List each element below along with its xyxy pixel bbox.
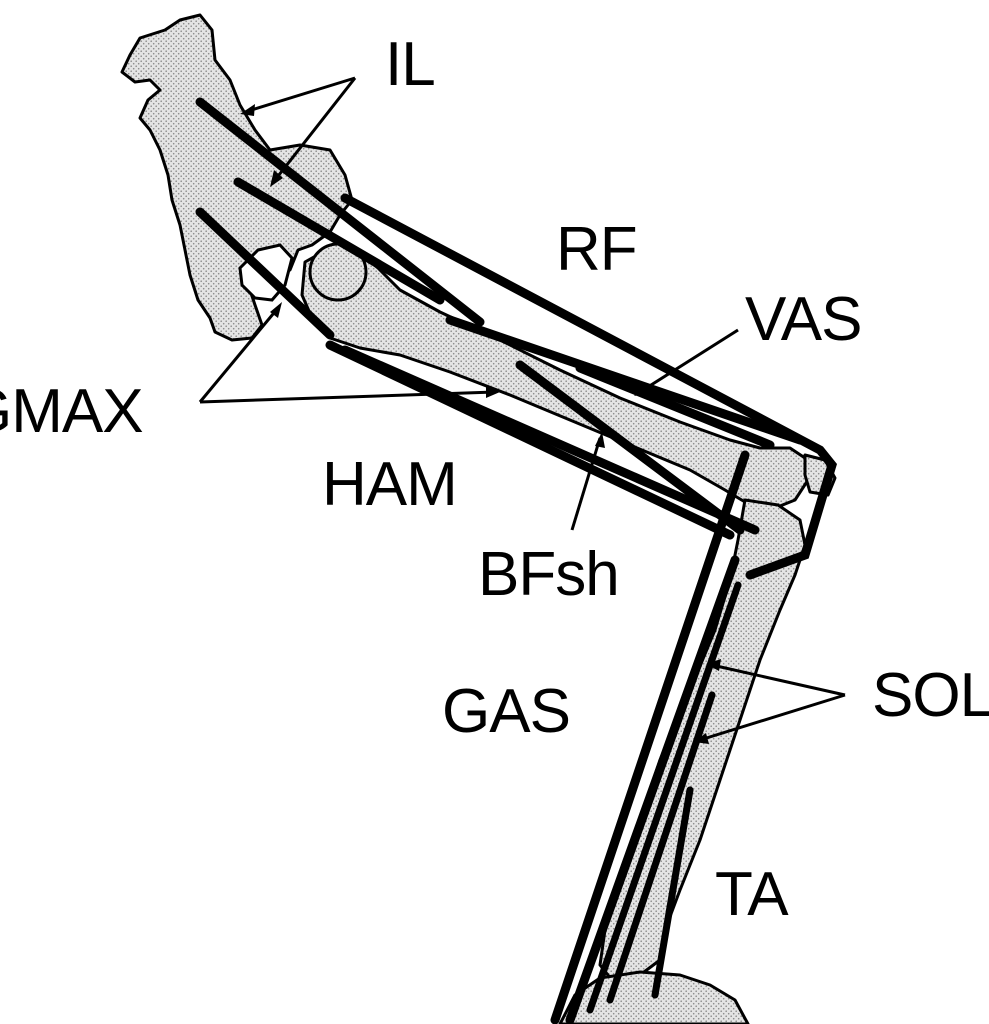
- leader-bfsh: [570, 437, 602, 531]
- arrow-sol-2: [694, 733, 709, 744]
- leader-il-2: [273, 77, 357, 181]
- label-gas: GAS: [442, 677, 570, 746]
- muscle-vas-2: [575, 363, 775, 450]
- arrow-gmax-1: [270, 302, 282, 318]
- muscle-ta: [651, 786, 694, 999]
- muscle-il-2: [233, 177, 445, 305]
- muscle-rf: [340, 193, 837, 580]
- label-sol: SOL: [872, 661, 989, 730]
- muscle-vas-1: [445, 315, 805, 445]
- muscle-il-1: [195, 97, 485, 327]
- leader-sol-2: [699, 693, 846, 742]
- label-ta: TA: [715, 860, 789, 929]
- muscle-sol-1: [586, 581, 742, 1014]
- leader-gmax-2: [199, 390, 496, 404]
- muscle-gas-2: [565, 555, 740, 1024]
- arrow-il-2: [270, 170, 283, 187]
- label-gmax: GMAX: [0, 377, 143, 446]
- muscle-gmax: [195, 207, 335, 340]
- femur-bone: [300, 246, 810, 510]
- muscle-sol-2: [606, 691, 716, 1004]
- muscle-bfsh: [515, 360, 745, 535]
- arrow-bfsh: [595, 432, 605, 448]
- label-bfsh: BFsh: [478, 540, 619, 609]
- arrow-sol-1: [706, 659, 721, 671]
- arrow-il-1: [240, 104, 255, 116]
- label-il: IL: [385, 30, 435, 99]
- muscle-gas-1: [550, 450, 750, 1024]
- label-vas: VAS: [745, 285, 861, 354]
- arrow-vas: [634, 383, 650, 396]
- muscle-ham-2: [340, 345, 760, 535]
- leader-vas: [639, 328, 739, 394]
- leader-il-1: [244, 76, 356, 114]
- label-ham: HAM: [322, 450, 457, 519]
- label-rf: RF: [556, 215, 637, 284]
- arrow-gmax-2: [486, 386, 500, 398]
- leader-sol-1: [711, 663, 846, 697]
- leader-gmax-1: [198, 307, 280, 403]
